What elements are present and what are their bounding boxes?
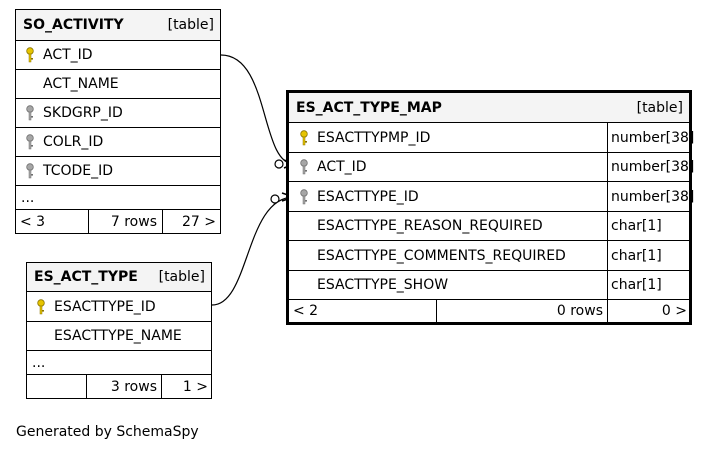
link-act-id <box>220 54 295 165</box>
table-kind: [table] <box>167 17 214 33</box>
column-name: ESACTTYPMP_ID <box>317 129 431 146</box>
column-row[interactable]: ESACTTYPMP_ID number[38] <box>289 122 694 152</box>
table-header: ES_ACT_TYPE [table] <box>27 263 211 291</box>
row-count: 7 rows <box>110 213 157 230</box>
gold-key-icon <box>26 47 34 63</box>
footer-divider <box>86 375 87 398</box>
grey-key-icon <box>300 189 308 205</box>
column-row[interactable]: ESACTTYPE_COMMENTS_REQUIRED char[1] <box>289 240 689 270</box>
column-name: COLR_ID <box>43 134 104 150</box>
link-esacttype-id-optional-marker <box>270 194 280 204</box>
column-row[interactable]: ACT_ID <box>16 40 220 69</box>
type-divider <box>607 153 608 181</box>
column-name: ESACTTYPE_ID <box>317 188 419 205</box>
footer-divider <box>607 300 608 322</box>
table-header: SO_ACTIVITY [table] <box>16 10 220 40</box>
table-footer: < 2 0 rows 0 > <box>289 299 689 322</box>
grey-key-icon <box>300 159 308 175</box>
table-kind: [table] <box>158 269 205 285</box>
column-type: number[38] <box>611 188 695 205</box>
column-row[interactable]: ESACTTYPE_REASON_REQUIRED char[1] <box>289 211 689 240</box>
parents-link[interactable]: < 3 <box>20 213 46 230</box>
gold-key-icon <box>37 299 45 315</box>
type-divider <box>607 271 608 299</box>
row-count: 3 rows <box>110 378 157 395</box>
column-name: TCODE_ID <box>43 163 114 179</box>
footer-divider <box>162 210 163 233</box>
footer-divider <box>161 375 162 398</box>
footer-divider <box>436 300 437 322</box>
column-row[interactable]: ACT_ID number[38] <box>289 152 694 181</box>
generated-by-credit: Generated by SchemaSpy <box>16 424 199 440</box>
column-name: ACT_ID <box>317 159 367 175</box>
table-header: ES_ACT_TYPE_MAP [table] <box>289 93 689 122</box>
column-row[interactable]: ACT_NAME <box>16 69 220 98</box>
column-type: char[1] <box>611 218 662 234</box>
column-type: number[38] <box>611 159 695 175</box>
row-count: 0 rows <box>556 303 603 319</box>
type-divider <box>607 212 608 240</box>
table-es-act-type-map[interactable]: ES_ACT_TYPE_MAP [table] ESACTTYPMP_ID nu… <box>286 90 694 325</box>
table-kind: [table] <box>636 99 683 116</box>
column-type: char[1] <box>611 277 662 293</box>
column-row[interactable]: ESACTTYPE_SHOW char[1] <box>289 270 689 299</box>
table-footer: < 3 7 rows 27 > <box>16 209 220 233</box>
table-name[interactable]: ES_ACT_TYPE_MAP <box>296 99 442 116</box>
type-divider <box>607 182 608 211</box>
table-es-act-type[interactable]: ES_ACT_TYPE [table] ESACTTYPE_ID ESACTTY… <box>26 262 212 399</box>
type-divider <box>607 123 608 152</box>
link-esacttype-id <box>211 196 295 306</box>
table-so-activity[interactable]: SO_ACTIVITY [table] ACT_ID ACT_NAME SKDG… <box>15 9 221 234</box>
children-link[interactable]: 27 > <box>182 213 216 230</box>
ellipsis: ... <box>32 354 46 371</box>
column-row[interactable]: ESACTTYPE_ID number[38] <box>289 181 694 211</box>
table-name[interactable]: ES_ACT_TYPE <box>34 269 138 285</box>
column-row[interactable]: SKDGRP_ID <box>16 98 220 127</box>
column-name: SKDGRP_ID <box>43 105 123 121</box>
footer-divider <box>88 210 89 233</box>
column-name: ESACTTYPE_ID <box>54 298 156 315</box>
grey-key-icon <box>26 105 34 121</box>
link-act-id-optional-marker <box>274 159 284 169</box>
column-row[interactable]: TCODE_ID <box>16 156 220 185</box>
children-link[interactable]: 0 > <box>661 303 687 319</box>
column-type: number[38] <box>611 129 695 146</box>
parents-link[interactable]: < 2 <box>293 303 319 319</box>
column-name: ACT_ID <box>43 47 93 63</box>
grey-key-icon <box>26 134 34 150</box>
more-columns-row[interactable]: ... <box>27 350 211 374</box>
column-row[interactable]: ESACTTYPE_ID <box>27 291 211 321</box>
children-link[interactable]: 1 > <box>182 378 208 395</box>
grey-key-icon <box>26 163 34 179</box>
column-row[interactable]: COLR_ID <box>16 127 220 156</box>
column-name: ESACTTYPE_COMMENTS_REQUIRED <box>317 247 566 264</box>
more-columns-row[interactable]: ... <box>16 185 220 209</box>
table-footer: 3 rows 1 > <box>27 374 211 398</box>
gold-key-icon <box>300 130 308 146</box>
column-name: ACT_NAME <box>43 76 119 92</box>
column-row[interactable]: ESACTTYPE_NAME <box>27 321 211 350</box>
column-name: ESACTTYPE_NAME <box>54 328 182 344</box>
table-name[interactable]: SO_ACTIVITY <box>23 17 124 33</box>
column-name: ESACTTYPE_SHOW <box>317 277 449 293</box>
column-type: char[1] <box>611 247 662 264</box>
ellipsis: ... <box>21 189 35 206</box>
type-divider <box>607 241 608 270</box>
column-name: ESACTTYPE_REASON_REQUIRED <box>317 218 543 234</box>
